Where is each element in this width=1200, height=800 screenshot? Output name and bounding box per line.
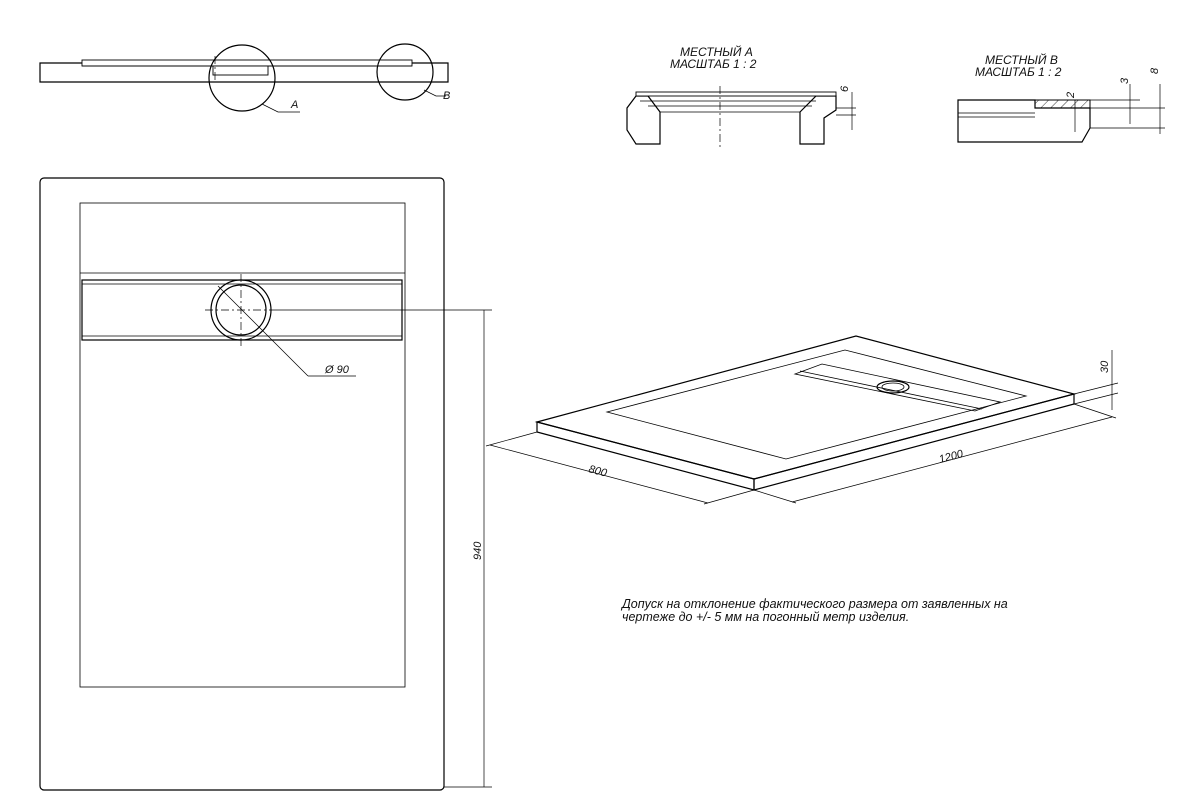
detail-a-title: МЕСТНЫЙ А xyxy=(680,43,753,59)
tray-outline xyxy=(39,177,445,791)
callout-label-a: A xyxy=(290,99,298,111)
detail-b: МЕСТНЫЙ В МАСШТАБ 1 : 2 2 3 8 xyxy=(957,51,1165,143)
callout-circle-b xyxy=(376,43,434,101)
drain-diameter-label: Ø 90 xyxy=(324,364,350,376)
tolerance-note-line-2: чертеже до +/- 5 мм на погонный метр изд… xyxy=(622,610,910,624)
detail-a: МЕСТНЫЙ А МАСШТАБ 1 : 2 6 xyxy=(626,43,856,148)
plan-view: Ø 90 940 xyxy=(39,177,492,791)
tolerance-note-line-1: Допуск на отклонение фактического размер… xyxy=(622,597,1008,611)
detail-b-dim-8: 8 xyxy=(1149,67,1161,74)
iso-basin xyxy=(605,349,1028,460)
callout-label-b: B xyxy=(443,90,450,102)
length-dimension-1200: 1200 xyxy=(938,448,966,466)
iso-side-edge xyxy=(753,393,1075,491)
iso-front-edge xyxy=(536,421,755,491)
detail-b-raised-rim xyxy=(1034,99,1091,109)
tolerance-note: Допуск на отклонение фактического размер… xyxy=(622,598,1092,624)
height-dimension-30: 30 xyxy=(1099,360,1111,373)
tray-basin xyxy=(79,202,406,688)
detail-a-left-wall xyxy=(626,95,661,145)
detail-a-scale: МАСШТАБ 1 : 2 xyxy=(670,57,757,71)
iso-top-face xyxy=(534,335,1077,480)
side-section-view: A B xyxy=(39,43,450,113)
detail-b-scale: МАСШТАБ 1 : 2 xyxy=(975,65,1062,79)
width-dimension-800: 800 xyxy=(587,463,609,480)
height-dimension-940: 940 xyxy=(472,541,484,560)
iso-drain-channel xyxy=(793,363,1002,412)
section-recess xyxy=(81,59,413,67)
section-drain-channel xyxy=(212,65,269,76)
detail-b-dim-3: 3 xyxy=(1119,77,1131,84)
callout-circle-a xyxy=(208,44,276,112)
iso-drain-outlet xyxy=(876,380,910,394)
isometric-view: 800 1200 30 xyxy=(485,335,1119,505)
detail-a-top-plate xyxy=(635,91,837,97)
detail-a-dim-6: 6 xyxy=(839,85,851,92)
detail-a-right-wall xyxy=(799,95,837,145)
detail-b-dim-2: 2 xyxy=(1065,92,1077,99)
detail-b-title: МЕСТНЫЙ В xyxy=(985,51,1058,67)
